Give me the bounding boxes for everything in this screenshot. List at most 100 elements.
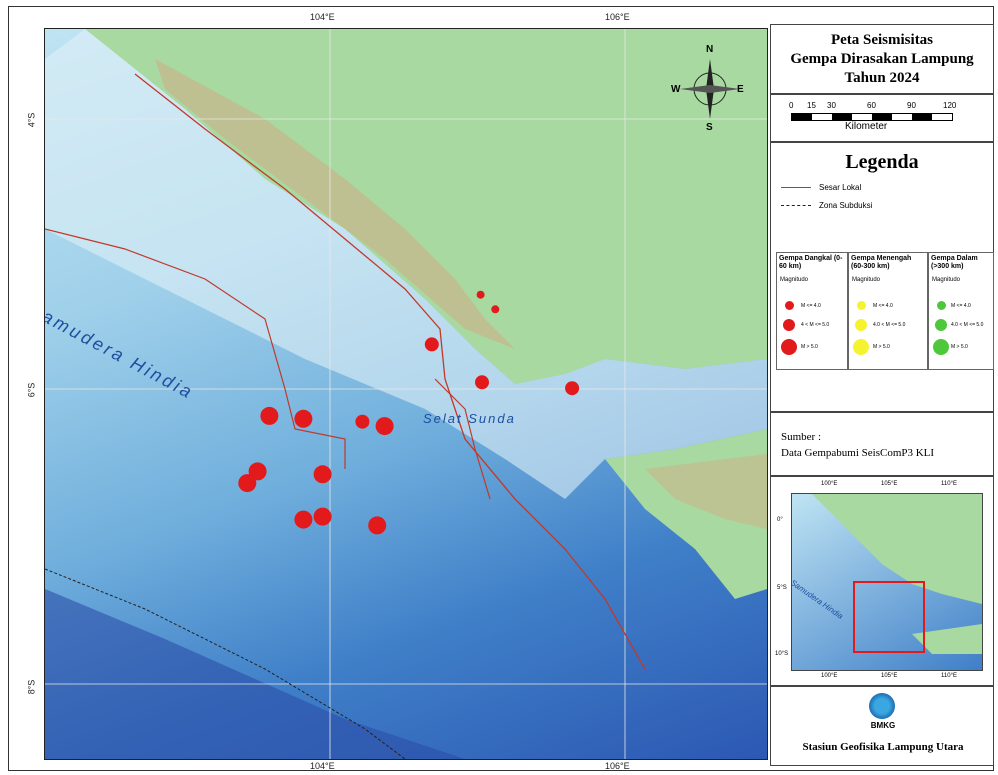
bmkg-logo-icon [869, 693, 895, 719]
inset-lat-10s: 10°S [775, 651, 789, 657]
deep-dot-large [933, 339, 949, 355]
lon-tick-top-104: 104°E [310, 12, 335, 22]
fault-sunda [434, 378, 491, 500]
lon-tick-bottom-106: 106°E [605, 761, 630, 771]
station-name: Stasiun Geofisika Lampung Utara [802, 741, 964, 753]
legend-panel: Legenda Sesar Lokal Zona Subduksi [770, 142, 994, 412]
scale-bar [791, 113, 953, 121]
source-label: Sumber : [781, 431, 822, 443]
fault-label: Sesar Lokal [819, 183, 862, 192]
inset-sumatra [812, 494, 982, 604]
subduction-swatch [781, 205, 811, 206]
inset-bottom-110: 110°E [941, 673, 957, 679]
subduction-zone [45, 568, 406, 759]
compass-s: S [706, 122, 713, 133]
inset-java [912, 624, 982, 654]
inset-bottom-105: 105°E [881, 673, 898, 679]
scale-unit: Kilometer [845, 121, 888, 132]
source-panel: Sumber : Data Gempabumi SeisComP3 KLI [770, 412, 994, 476]
earthquake-marker-7[interactable] [313, 465, 332, 484]
deep-item-1: M <= 4.0 [951, 303, 971, 309]
java-mountains [645, 454, 767, 529]
earthquake-marker-12[interactable] [475, 375, 489, 390]
inset-top-100: 100°E [821, 481, 838, 487]
intermediate-dot-small [857, 301, 866, 310]
map-canvas [45, 29, 767, 759]
scale-tick-15: 15 [807, 101, 816, 110]
mountain-range [155, 59, 515, 349]
lat-tick-4s: 4°S [26, 112, 37, 128]
legend-col-shallow: Gempa Dangkal (0-60 km) Magnitudo M <= 4… [776, 252, 848, 370]
intermediate-dot-medium [855, 319, 867, 331]
title-line-1: Peta Seismisitas [830, 32, 934, 48]
earthquake-layer [238, 290, 580, 535]
intermediate-item-3: M > 5.0 [873, 344, 890, 350]
earthquake-marker-5[interactable] [248, 462, 267, 481]
deep-dot-medium [935, 319, 947, 331]
scale-tick-0: 0 [789, 101, 794, 110]
earthquake-marker-1[interactable] [294, 409, 313, 428]
lat-tick-6s: 6°S [26, 382, 37, 398]
inset-top-110: 110°E [941, 481, 957, 487]
shallow-dot-large [781, 339, 797, 355]
scale-tick-60: 60 [867, 101, 876, 110]
lon-tick-bottom-104: 104°E [310, 761, 335, 771]
fault-mentawai [45, 228, 346, 469]
earthquake-marker-6[interactable] [238, 474, 257, 493]
map-title: Peta Seismisitas Gempa Dirasakan Lampung… [771, 25, 993, 88]
scale-tick-90: 90 [907, 101, 916, 110]
strait-label: Selat Sunda [423, 411, 516, 426]
shallow-item-1: M <= 4.0 [801, 303, 821, 309]
earthquake-marker-9[interactable] [313, 507, 332, 526]
earthquake-marker-14[interactable] [476, 290, 485, 299]
scale-panel: 0 15 30 60 90 120 Kilometer [770, 94, 994, 142]
inset-map: Samudera Hindia [791, 493, 983, 671]
shallow-mag-label: Magnitudo [780, 277, 809, 283]
title-line-3: Tahun 2024 [844, 70, 920, 86]
main-map[interactable]: Samudera Hindia Selat Sunda N S E W [44, 28, 768, 760]
earthquake-marker-2[interactable] [260, 406, 279, 425]
deep-item-3: M > 5.0 [951, 344, 968, 350]
earthquake-marker-10[interactable] [368, 516, 387, 535]
deep-dot-small [937, 301, 946, 310]
compass-icon [680, 59, 740, 119]
inset-canvas [812, 494, 982, 654]
inset-top-105: 105°E [881, 481, 898, 487]
lat-tick-8s: 8°S [26, 679, 37, 695]
deep-item-2: 4.0 < M <= 5.0 [951, 322, 984, 328]
bmkg-logo-text: BMKG [870, 721, 896, 730]
fault-swatch [781, 187, 811, 188]
fault-sumatra [134, 73, 646, 670]
compass-w: W [671, 84, 681, 95]
legend-col-deep: Gempa Dalam (>300 km) Magnitudo M <= 4.0… [928, 252, 994, 370]
inset-lat-5s: 5°S [777, 585, 787, 591]
inset-lat-0: 0° [777, 517, 783, 523]
scale-tick-120: 120 [943, 101, 957, 110]
shallow-head: Gempa Dangkal (0-60 km) [779, 255, 843, 270]
continental-shelf [45, 29, 767, 499]
intermediate-dot-large [853, 339, 869, 355]
earthquake-marker-8[interactable] [294, 510, 313, 529]
scale-tick-30: 30 [827, 101, 836, 110]
intermediate-head: Gempa Menengah (60-300 km) [851, 255, 912, 270]
inset-bottom-100: 100°E [821, 673, 838, 679]
legend-col-intermediate: Gempa Menengah (60-300 km) Magnitudo M <… [848, 252, 928, 370]
subduction-label: Zona Subduksi [819, 201, 873, 210]
deep-head: Gempa Dalam (>300 km) [931, 255, 978, 270]
legend-title: Legenda [845, 151, 919, 173]
title-panel: Peta Seismisitas Gempa Dirasakan Lampung… [770, 24, 994, 94]
footer-panel: BMKG Stasiun Geofisika Lampung Utara [770, 686, 994, 766]
inset-panel: Samudera Hindia 100°E 105°E 110°E 100°E … [770, 476, 994, 686]
earthquake-marker-4[interactable] [375, 417, 394, 436]
shallow-item-3: M > 5.0 [801, 344, 818, 350]
lon-tick-top-106: 106°E [605, 12, 630, 22]
shallow-dot-medium [783, 319, 795, 331]
intermediate-mag-label: Magnitudo [852, 277, 881, 283]
earthquake-marker-3[interactable] [355, 414, 370, 429]
deep-ocean [45, 589, 465, 759]
intermediate-item-2: 4.0 < M <= 5.0 [873, 322, 906, 328]
earthquake-marker-15[interactable] [491, 305, 500, 314]
earthquake-marker-11[interactable] [424, 337, 439, 352]
earthquake-marker-13[interactable] [565, 381, 580, 396]
intermediate-item-1: M <= 4.0 [873, 303, 893, 309]
